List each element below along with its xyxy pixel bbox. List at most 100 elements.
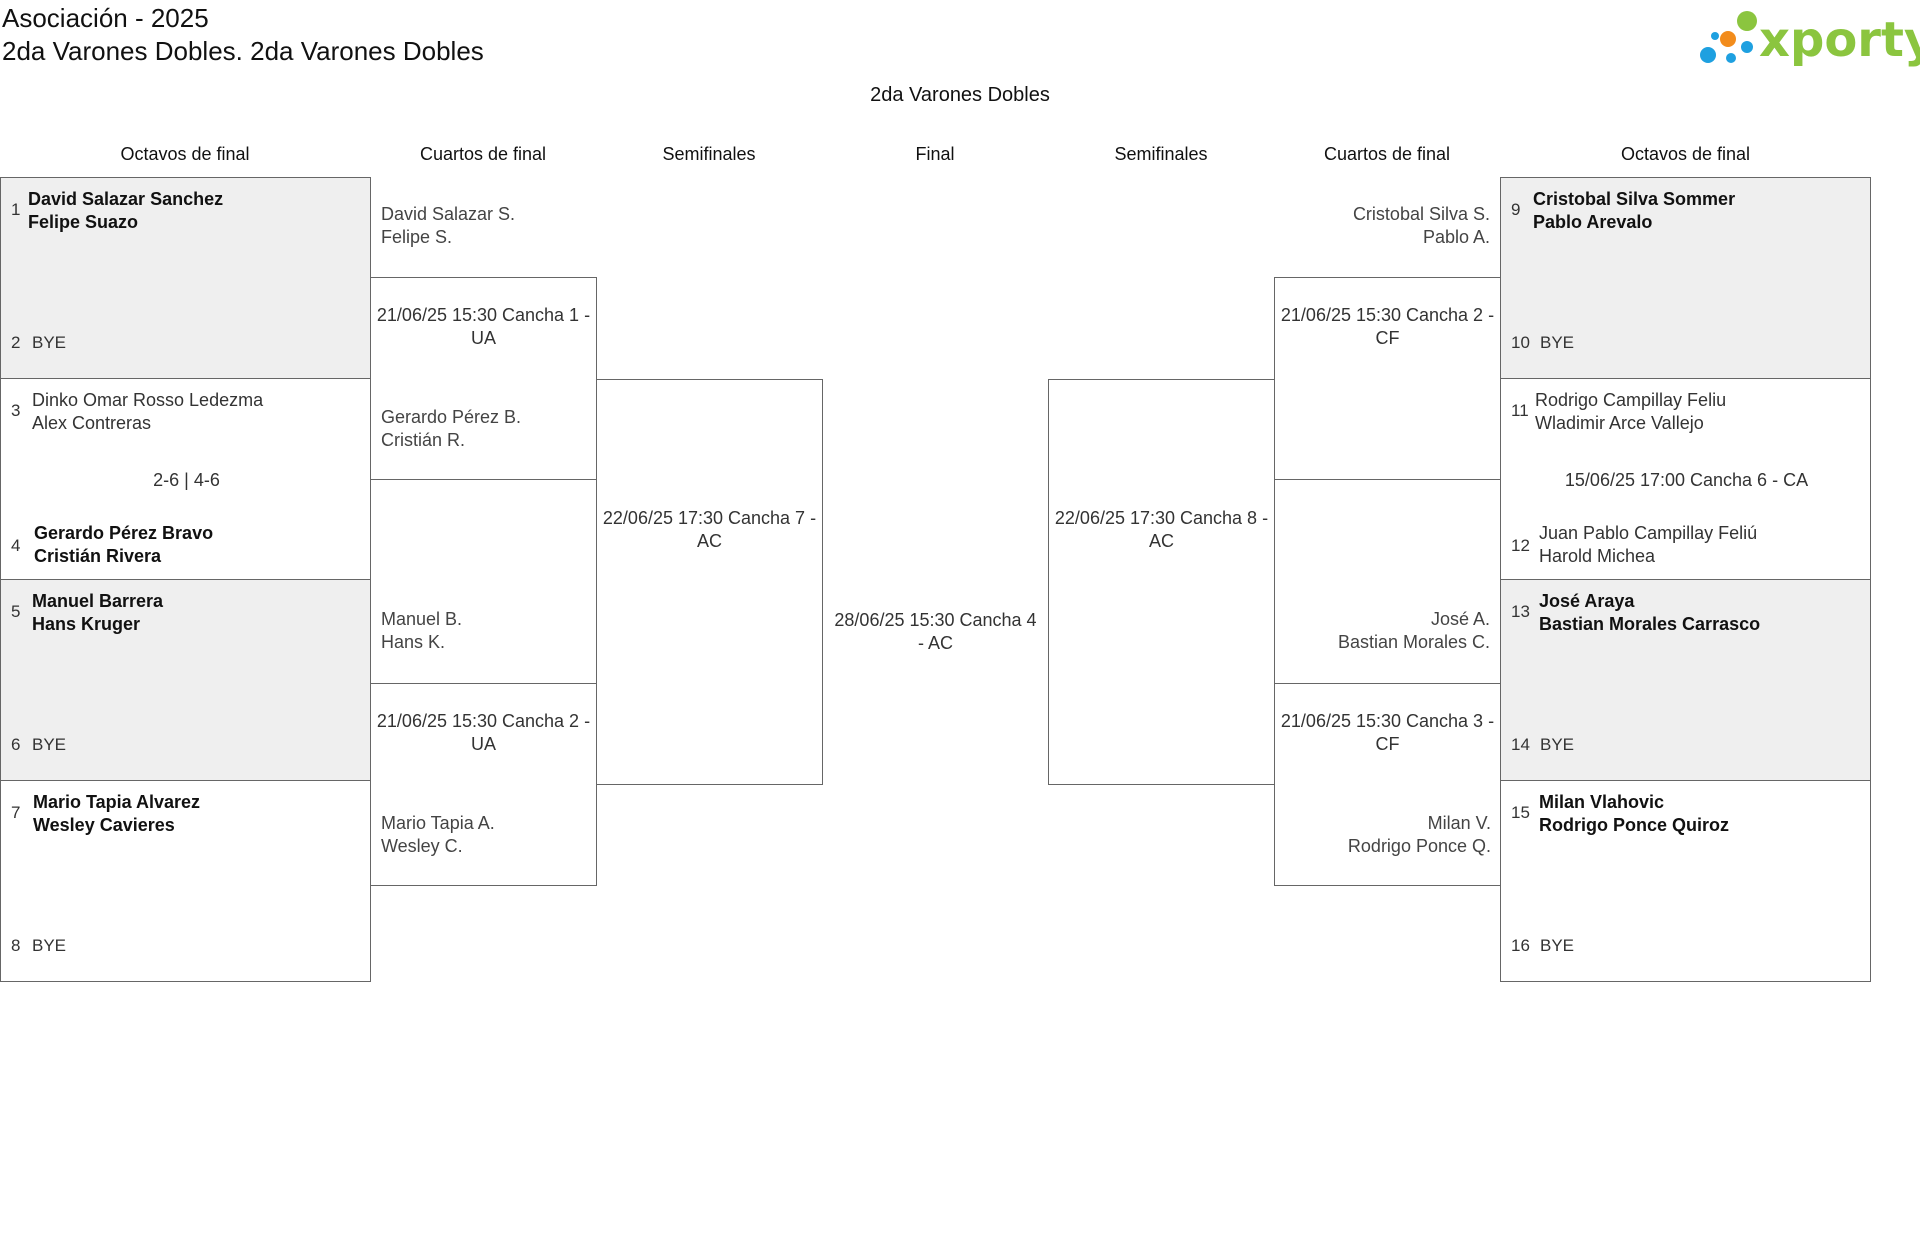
player-name: Gerardo Pérez Bravo — [34, 523, 214, 543]
seed-number: 7 — [11, 803, 21, 822]
seed-number: 3 — [11, 401, 21, 420]
bye-label: BYE — [32, 333, 67, 352]
player-name: Rodrigo Campillay Feliu — [1535, 390, 1727, 410]
match-r16-left-3: 5 Manuel Barrera Hans Kruger 6 BYE — [0, 579, 371, 781]
qf-right-2-top-team: José A. Bastian Morales C. — [1274, 608, 1490, 654]
match-r16-right-2: 11 Rodrigo Campillay Feliu Wladimir Arce… — [1500, 378, 1871, 580]
sf-right-match: 22/06/25 17:30 Cancha 8 - AC — [1048, 379, 1275, 785]
seed-number: 2 — [11, 333, 21, 352]
player-name: Rodrigo Ponce Quiroz — [1539, 815, 1730, 835]
team-names: Manuel Barrera Hans Kruger — [32, 590, 163, 636]
team-names: David Salazar Sanchez Felipe Suazo — [28, 188, 223, 234]
match-info: 21/06/25 15:30 Cancha 2 - CF — [1280, 305, 1495, 348]
player-name: Felipe Suazo — [28, 212, 139, 232]
player-name: Manuel B. — [381, 609, 463, 629]
qf-right-1-match: 21/06/25 15:30 Cancha 2 - CF — [1274, 277, 1501, 480]
player-name: Harold Michea — [1539, 546, 1656, 566]
col-label-left-r16: Octavos de final — [120, 144, 250, 164]
qf-left-2-bottom-team: Mario Tapia A. Wesley C. — [381, 812, 495, 858]
match-r16-left-2: 3 Dinko Omar Rosso Ledezma Alex Contrera… — [0, 378, 371, 580]
seed-number: 14 — [1511, 735, 1530, 754]
player-name: Gerardo Pérez B. — [381, 407, 522, 427]
player-name: Felipe S. — [381, 227, 453, 247]
match-info: 21/06/25 15:30 Cancha 1 - UA — [376, 305, 591, 348]
player-name: Alex Contreras — [32, 413, 152, 433]
qf-right-2-match: 21/06/25 15:30 Cancha 3 - CF Milan V. Ro… — [1274, 683, 1501, 886]
seed-number: 16 — [1511, 936, 1530, 955]
player-name: Cristián Rivera — [34, 546, 162, 566]
player-name: Milan V. — [1427, 813, 1491, 833]
player-name: Mario Tapia A. — [381, 813, 495, 833]
player-name: Dinko Omar Rosso Ledezma — [32, 390, 264, 410]
seed-number: 9 — [1511, 200, 1521, 219]
team-names: Mario Tapia Alvarez Wesley Cavieres — [33, 791, 200, 837]
player-name: Manuel Barrera — [32, 591, 164, 611]
bye-label: BYE — [32, 936, 67, 955]
match-r16-left-4: 7 Mario Tapia Alvarez Wesley Cavieres 8 … — [0, 780, 371, 982]
seed-number: 15 — [1511, 803, 1530, 822]
player-name: Pablo A. — [1422, 227, 1490, 247]
team-names: Juan Pablo Campillay Feliú Harold Michea — [1539, 522, 1757, 568]
qf-right-1-top-team: Cristobal Silva S. Pablo A. — [1274, 203, 1490, 249]
player-name: Hans K. — [381, 632, 446, 652]
player-name: Cristobal Silva S. — [1352, 204, 1490, 224]
seed-number: 8 — [11, 936, 21, 955]
col-label-right-r16: Octavos de final — [1620, 144, 1751, 164]
seed-number: 4 — [11, 536, 21, 555]
logo-wordmark: xporty — [1759, 12, 1920, 68]
col-label-left-sf: Semifinales — [662, 144, 756, 164]
player-name: Wesley C. — [381, 836, 463, 856]
match-r16-right-4: 15 Milan Vlahovic Rodrigo Ponce Quiroz 1… — [1500, 780, 1871, 982]
team-names: Gerardo Pérez Bravo Cristián Rivera — [34, 522, 213, 568]
xporty-logo: xporty — [1695, 3, 1920, 73]
seed-number: 5 — [11, 602, 21, 621]
match-r16-right-3: 13 José Araya Bastian Morales Carrasco 1… — [1500, 579, 1871, 781]
bye-label: BYE — [32, 735, 67, 754]
player-name: José A. — [1430, 609, 1490, 629]
seed-number: 6 — [11, 735, 21, 754]
seed-number: 10 — [1511, 333, 1530, 352]
tournament-title: Asociación - 2025 — [2, 3, 209, 33]
player-name: David Salazar S. — [381, 204, 516, 224]
match-score: 2-6 | 4-6 — [153, 470, 220, 490]
player-name: Rodrigo Ponce Q. — [1347, 836, 1491, 856]
team-names: Dinko Omar Rosso Ledezma Alex Contreras — [32, 389, 263, 435]
player-name: Bastian Morales C. — [1337, 632, 1490, 652]
seed-number: 13 — [1511, 602, 1530, 621]
match-schedule: 15/06/25 17:00 Cancha 6 - CA — [1564, 470, 1809, 490]
seed-number: 11 — [1511, 401, 1529, 420]
match-info: 22/06/25 17:30 Cancha 8 - AC — [1054, 508, 1269, 551]
sf-left-match: 22/06/25 17:30 Cancha 7 - AC — [596, 379, 823, 785]
seed-number: 1 — [11, 200, 21, 219]
match-r16-right-1: 9 Cristobal Silva Sommer Pablo Arevalo 1… — [1500, 177, 1871, 379]
player-name: Juan Pablo Campillay Feliú — [1539, 523, 1758, 543]
final-match-info: 28/06/25 15:30 Cancha 4 - AC — [834, 610, 1037, 653]
player-name: Cristián R. — [381, 430, 466, 450]
qf-right-2-bottom-team: Milan V. Rodrigo Ponce Q. — [1275, 812, 1491, 858]
qf-left-2-match: 21/06/25 15:30 Cancha 2 - UA Mario Tapia… — [370, 683, 597, 886]
match-info: 21/06/25 15:30 Cancha 2 - UA — [376, 711, 591, 754]
col-label-right-qf: Cuartos de final — [1323, 144, 1451, 164]
seed-number: 12 — [1511, 536, 1530, 555]
player-name: Hans Kruger — [32, 614, 141, 634]
player-name: Milan Vlahovic — [1539, 792, 1665, 812]
player-name: Bastian Morales Carrasco — [1539, 614, 1761, 634]
col-label-right-sf: Semifinales — [1114, 144, 1208, 164]
qf-left-1-top-team: David Salazar S. Felipe S. — [381, 203, 515, 249]
bye-label: BYE — [1540, 936, 1575, 955]
col-label-final: Final — [915, 144, 955, 164]
player-name: Wesley Cavieres — [33, 815, 175, 835]
player-name: Wladimir Arce Vallejo — [1535, 413, 1704, 433]
draw-title: 2da Varones Dobles — [870, 84, 1050, 106]
team-names: Rodrigo Campillay Feliu Wladimir Arce Va… — [1535, 389, 1726, 435]
player-name: Cristobal Silva Sommer — [1533, 189, 1736, 209]
draw-subtitle: 2da Varones Dobles. 2da Varones Dobles — [2, 36, 484, 66]
team-names: Cristobal Silva Sommer Pablo Arevalo — [1533, 188, 1735, 234]
match-info: 22/06/25 17:30 Cancha 7 - AC — [602, 508, 817, 551]
player-name: José Araya — [1539, 591, 1635, 611]
player-name: Pablo Arevalo — [1533, 212, 1653, 232]
qf-left-1-match: 21/06/25 15:30 Cancha 1 - UA Gerardo Pér… — [370, 277, 597, 480]
team-names: José Araya Bastian Morales Carrasco — [1539, 590, 1760, 636]
player-name: David Salazar Sanchez — [28, 189, 224, 209]
col-label-left-qf: Cuartos de final — [419, 144, 547, 164]
